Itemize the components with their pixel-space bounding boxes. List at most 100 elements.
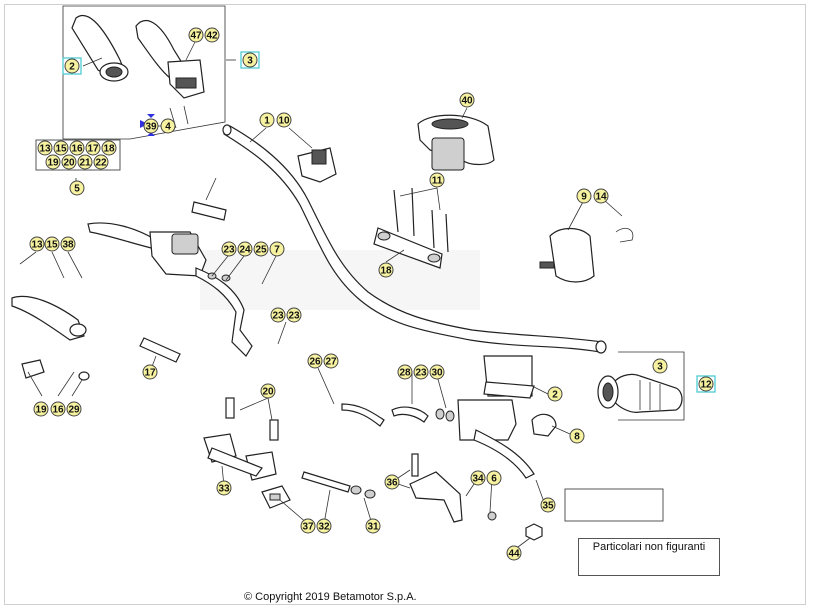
callout-number: 40 xyxy=(461,96,473,107)
callout-number: 3 xyxy=(657,362,663,373)
clutch-lever-assembly xyxy=(87,222,253,357)
callout-20: 20 xyxy=(61,154,77,170)
callout-number: 13 xyxy=(31,240,43,251)
callout-17: 17 xyxy=(85,140,101,156)
callout-19: 19 xyxy=(45,154,61,170)
callout-number: 15 xyxy=(46,240,58,251)
copyright-text: © Copyright 2019 Betamotor S.p.A. xyxy=(244,591,417,603)
callout-23: 23 xyxy=(286,307,302,323)
right-grip-detail xyxy=(597,351,685,421)
callout-29: 29 xyxy=(66,401,82,417)
callout-number: 34 xyxy=(472,474,484,485)
callout-number: 33 xyxy=(218,484,230,495)
left-grip xyxy=(71,14,129,82)
parts-list-right xyxy=(564,488,664,522)
callout-number: 6 xyxy=(491,474,497,485)
not-shown-parts-box: Particolari non figuranti xyxy=(578,538,720,576)
diagram-frame xyxy=(4,4,806,605)
callout-number: 26 xyxy=(309,357,321,368)
callout-number: 18 xyxy=(103,144,115,155)
callout-34: 34 xyxy=(470,470,486,486)
callout-number: 5 xyxy=(74,184,80,195)
callout-number: 25 xyxy=(255,245,267,256)
callout-number: 15 xyxy=(55,144,67,155)
callout-number: 20 xyxy=(262,387,274,398)
callout-number: 23 xyxy=(272,311,284,322)
callout-number: 12 xyxy=(700,380,712,391)
callout-8: 8 xyxy=(569,428,585,444)
callout-23: 23 xyxy=(270,307,286,323)
callout-number: 23 xyxy=(415,368,427,379)
callout-10: 10 xyxy=(276,112,292,128)
bracket-21-22 xyxy=(191,201,227,221)
callout-number: 38 xyxy=(62,240,74,251)
callout-2: 2 xyxy=(547,386,563,402)
callout-number: 1 xyxy=(264,116,270,127)
callout-3: 3 xyxy=(240,51,260,69)
callout-27: 27 xyxy=(323,353,339,369)
callout-14: 14 xyxy=(593,188,609,204)
callout-number: 42 xyxy=(206,31,218,42)
callout-number: 21 xyxy=(79,158,91,169)
front-brake-lever xyxy=(409,453,497,523)
callout-number: 23 xyxy=(288,311,300,322)
callout-number: 32 xyxy=(318,522,330,533)
callout-number: 3 xyxy=(247,56,253,67)
throttle-grip xyxy=(135,20,205,99)
callout-number: 2 xyxy=(552,390,558,401)
callout-number: 18 xyxy=(380,266,392,277)
callout-number: 17 xyxy=(144,368,156,379)
callout-13: 13 xyxy=(29,236,45,252)
callout-16: 16 xyxy=(69,140,85,156)
callout-1: 1 xyxy=(259,112,275,128)
callout-number: 28 xyxy=(399,368,411,379)
brake-hose xyxy=(341,403,429,427)
callout-28: 28 xyxy=(397,364,413,380)
callout-15: 15 xyxy=(53,140,69,156)
callout-number: 24 xyxy=(239,245,251,256)
map-switch xyxy=(417,114,495,171)
callout-number: 14 xyxy=(595,192,607,203)
brake-master-cylinder xyxy=(435,355,535,479)
callout-number: 22 xyxy=(95,158,107,169)
callout-18: 18 xyxy=(378,262,394,278)
callout-39: 39 xyxy=(143,118,159,134)
callout-32: 32 xyxy=(316,518,332,534)
callout-number: 19 xyxy=(47,158,59,169)
callout-5: 5 xyxy=(69,180,85,196)
callout-number: 16 xyxy=(52,405,64,416)
callout-number: 29 xyxy=(68,405,80,416)
callout-4: 4 xyxy=(160,118,176,134)
screw-20 xyxy=(139,337,181,363)
callout-number: 7 xyxy=(274,245,280,256)
callout-number: 13 xyxy=(39,144,51,155)
callout-26: 26 xyxy=(307,353,323,369)
callout-number: 19 xyxy=(35,405,47,416)
callout-24: 24 xyxy=(237,241,253,257)
callout-number: 17 xyxy=(87,144,99,155)
callout-36: 36 xyxy=(384,474,400,490)
handlebar-clamp-top xyxy=(373,187,449,269)
callout-30: 30 xyxy=(429,364,445,380)
callout-23: 23 xyxy=(221,241,237,257)
callout-number: 35 xyxy=(542,501,554,512)
callout-number: 30 xyxy=(431,368,443,379)
callout-number: 47 xyxy=(190,31,202,42)
callout-2: 2 xyxy=(62,57,82,75)
callout-number: 27 xyxy=(325,357,337,368)
callout-6: 6 xyxy=(486,470,502,486)
callout-3: 3 xyxy=(652,358,668,374)
engine-stop-switch xyxy=(297,147,337,183)
not-shown-title: Particolari non figuranti xyxy=(592,541,706,553)
callout-number: 8 xyxy=(574,432,580,443)
callout-7: 7 xyxy=(269,241,285,257)
callout-number: 23 xyxy=(223,245,235,256)
cable-37 xyxy=(301,471,376,499)
handlebar-clamp-lower xyxy=(203,397,279,481)
callout-22: 22 xyxy=(93,154,109,170)
callout-16: 16 xyxy=(50,401,66,417)
callout-9: 9 xyxy=(576,188,592,204)
nut-31 xyxy=(525,523,543,541)
